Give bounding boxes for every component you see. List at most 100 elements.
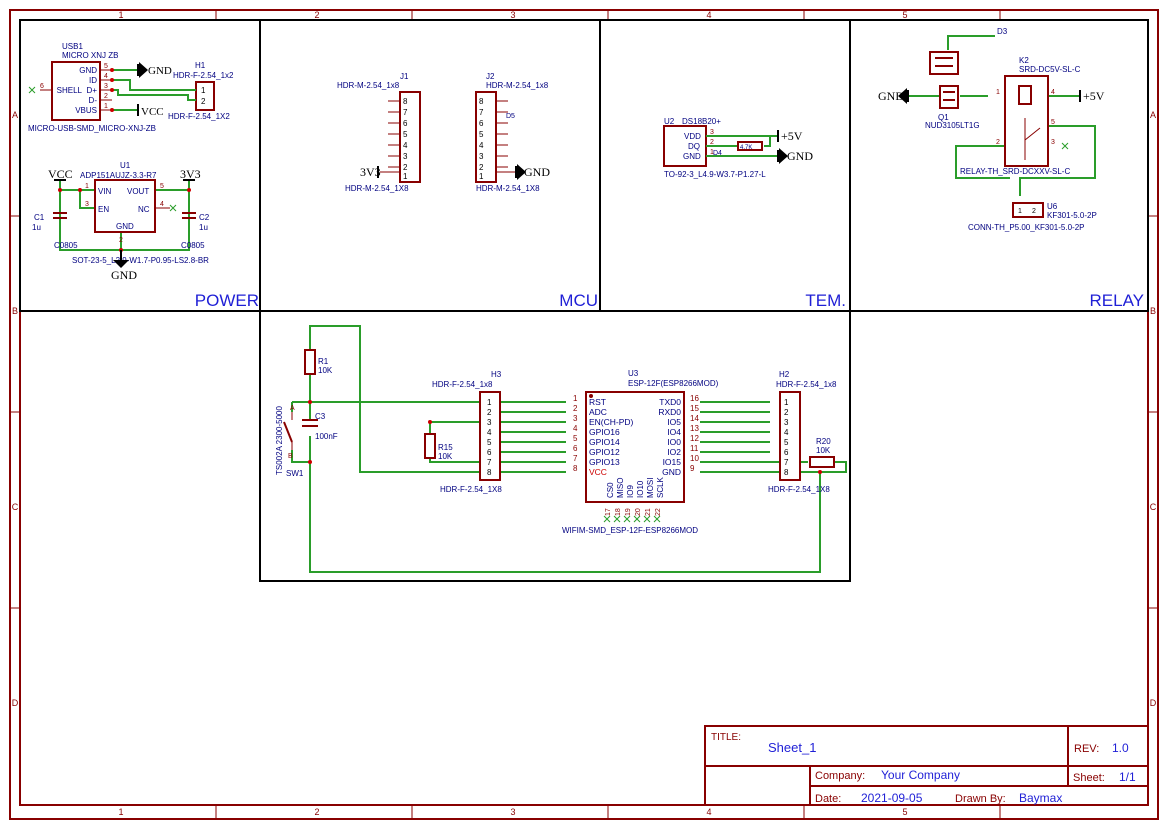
u2-pinnum-2: 2 xyxy=(710,139,714,146)
section-title-power: POWER xyxy=(195,291,259,310)
pullup-resistor-value: 4.7K xyxy=(740,145,752,151)
u3-num-19: 19 xyxy=(625,508,632,516)
u3-num-2: 2 xyxy=(573,404,578,413)
row-label-c: C xyxy=(12,502,19,512)
u3-pin-io15: IO15 xyxy=(663,457,682,467)
power-section: GND ID SHELL D+ D- VBUS 5 4 6 3 2 1 USB1… xyxy=(28,42,234,282)
r20-resistor[interactable]: R20 10K xyxy=(809,437,835,468)
h3-pin-4: 4 xyxy=(487,428,492,437)
esp-section: R1 10K C3 100nF A B SW1 TS002A 2300-5000… xyxy=(275,325,847,573)
h1-value: HDR-F-2.54_1x2 xyxy=(173,71,234,80)
grid-labels: 1 2 3 4 5 1 2 3 4 5 A B C D A B C D xyxy=(12,10,1157,817)
u1-regulator[interactable]: VIN EN VOUT NC GND 1 3 5 4 2 U1 ADP151AU… xyxy=(72,161,209,265)
no-connect-icon xyxy=(28,86,36,94)
h2-pin-5: 5 xyxy=(784,438,789,447)
usb1-pin-shell: SHELL xyxy=(57,86,83,95)
gnd-label-usb: GND xyxy=(148,65,172,77)
u3-num-12: 12 xyxy=(690,434,699,443)
u2-sensor[interactable]: VDD DQ GND 3 2 1 U2 DS18B20+ TO-92-3_L4.… xyxy=(663,117,766,179)
k2-pinnum-1: 1 xyxy=(996,89,1000,96)
usb1-connector[interactable]: GND ID SHELL D+ D- VBUS 5 4 6 3 2 1 USB1… xyxy=(28,42,156,133)
u3-right-nums: 16 15 14 13 12 11 10 9 xyxy=(690,394,699,473)
q1-net-d3: D3 xyxy=(997,27,1008,36)
u3-ref: U3 xyxy=(628,369,639,378)
h2-header[interactable]: 1 2 3 4 5 6 7 8 H2 HDR-F-2.54_1x8 HDR-F-… xyxy=(768,370,837,494)
usb1-pinnum-4: 4 xyxy=(104,73,108,80)
u3-esp12f[interactable]: RST ADC EN(CH-PD) GPIO16 GPIO14 GPIO12 G… xyxy=(562,369,719,535)
u3-num-5: 5 xyxy=(573,434,578,443)
u3-nc-marks xyxy=(603,515,661,523)
u6-ref: U6 xyxy=(1047,202,1058,211)
u3-num-4: 4 xyxy=(573,424,578,433)
h2-ref: H2 xyxy=(779,370,790,379)
c3-capacitor[interactable]: C3 100nF xyxy=(302,412,338,441)
u3-pin-io5: IO5 xyxy=(667,417,681,427)
title-label: TITLE: xyxy=(711,732,741,743)
u1-pin-vin: VIN xyxy=(98,187,112,196)
col-label-2: 2 xyxy=(314,10,319,20)
h1-header[interactable]: 1 2 H1 HDR-F-2.54_1x2 HDR-F-2.54_1X2 xyxy=(168,61,234,121)
power-wires xyxy=(59,69,196,251)
pullup-resistor[interactable] xyxy=(737,141,763,151)
v5-symbol-relay: +5V xyxy=(1079,89,1105,103)
u3-num-6: 6 xyxy=(573,444,578,453)
gnd-symbol-usb: GND xyxy=(137,62,172,78)
row-label-b-right: B xyxy=(1150,306,1156,316)
u3-num-22: 22 xyxy=(655,508,662,516)
col-label-4-bottom: 4 xyxy=(706,807,711,817)
j1-ref: J1 xyxy=(400,72,409,81)
j1-header[interactable]: 8 7 6 5 4 3 2 1 J1 HDR-M-2.54_1x8 HDR-M-… xyxy=(337,72,421,193)
j2-pin-5: 5 xyxy=(479,130,484,139)
q1-transistor[interactable] xyxy=(929,51,959,109)
u3-pin-io4: IO4 xyxy=(667,427,681,437)
usb1-pinnum-2: 2 xyxy=(104,93,108,100)
c1-value: 1u xyxy=(32,223,41,232)
h3-pin-5: 5 xyxy=(487,438,492,447)
h3-pin-1: 1 xyxy=(487,398,492,407)
k2-footprint: RELAY-TH_SRD-DCXXV-SL-C xyxy=(960,167,1070,176)
row-label-d-right: D xyxy=(1150,698,1157,708)
h1-pin-2: 2 xyxy=(201,97,206,106)
u3-pin-gnd: GND xyxy=(662,467,681,477)
usb1-pin-dp: D+ xyxy=(87,86,98,95)
u6-terminal[interactable]: 1 2 U6 KF301-5.0-2P CONN-TH_P5.00_KF301-… xyxy=(968,202,1097,232)
j1-pin-1: 1 xyxy=(403,172,408,181)
j2-net-d5: D5 xyxy=(506,113,515,120)
j2-pin-1: 1 xyxy=(479,172,484,181)
r15-ref: R15 xyxy=(438,443,453,452)
r15-resistor[interactable]: R15 10K xyxy=(424,433,453,461)
h3-value: HDR-F-2.54_1x8 xyxy=(432,380,493,389)
h2-pin-1: 1 xyxy=(784,398,789,407)
u3-num-1: 1 xyxy=(573,394,578,403)
u3-pin-rxd0: RXD0 xyxy=(658,407,681,417)
v33-label-ldo: 3V3 xyxy=(180,167,201,181)
v5-label-tem: +5V xyxy=(781,129,803,143)
company-label: Company: xyxy=(815,770,865,782)
u3-num-3: 3 xyxy=(573,414,578,423)
usb1-pinnum-6: 6 xyxy=(40,83,44,90)
j2-header[interactable]: 8 7 6 5 4 3 2 1 J2 HDR-M-2.54_1x8 HDR-M-… xyxy=(475,72,549,193)
u1-pin-en: EN xyxy=(98,205,109,214)
sw1-switch[interactable]: A B SW1 TS002A 2300-5000 xyxy=(275,405,304,478)
h3-ref: H3 xyxy=(491,370,502,379)
u3-num-18: 18 xyxy=(615,508,622,516)
rev-label: REV: xyxy=(1074,743,1099,755)
j2-pin-6: 6 xyxy=(479,119,484,128)
u3-num-16: 16 xyxy=(690,394,699,403)
c2-value: 1u xyxy=(199,223,208,232)
u3-pin-io9: IO9 xyxy=(626,485,635,498)
col-label-3-bottom: 3 xyxy=(510,807,515,817)
u3-left-pins: RST ADC EN(CH-PD) GPIO16 GPIO14 GPIO12 G… xyxy=(589,397,634,477)
j1-pin-4: 4 xyxy=(403,141,408,150)
j2-pin-2: 2 xyxy=(479,163,484,172)
j2-pin-3: 3 xyxy=(479,152,484,161)
h3-header[interactable]: 1 2 3 4 5 6 7 8 H3 HDR-F-2.54_1x8 HDR-F-… xyxy=(432,370,502,494)
c1-capacitor[interactable]: C1 1u C0805 xyxy=(32,212,78,250)
c2-footprint: C0805 xyxy=(181,241,205,250)
col-label-5: 5 xyxy=(902,10,907,20)
k2-relay[interactable]: 1 4 5 2 3 K2 SRD-DC5V-SL-C RELAY-TH_SRD-… xyxy=(960,56,1081,176)
r1-resistor[interactable]: R1 10K xyxy=(304,349,333,375)
c2-capacitor[interactable]: C2 1u C0805 xyxy=(181,212,210,250)
col-label-2-bottom: 2 xyxy=(314,807,319,817)
j2-pin-8: 8 xyxy=(479,97,484,106)
